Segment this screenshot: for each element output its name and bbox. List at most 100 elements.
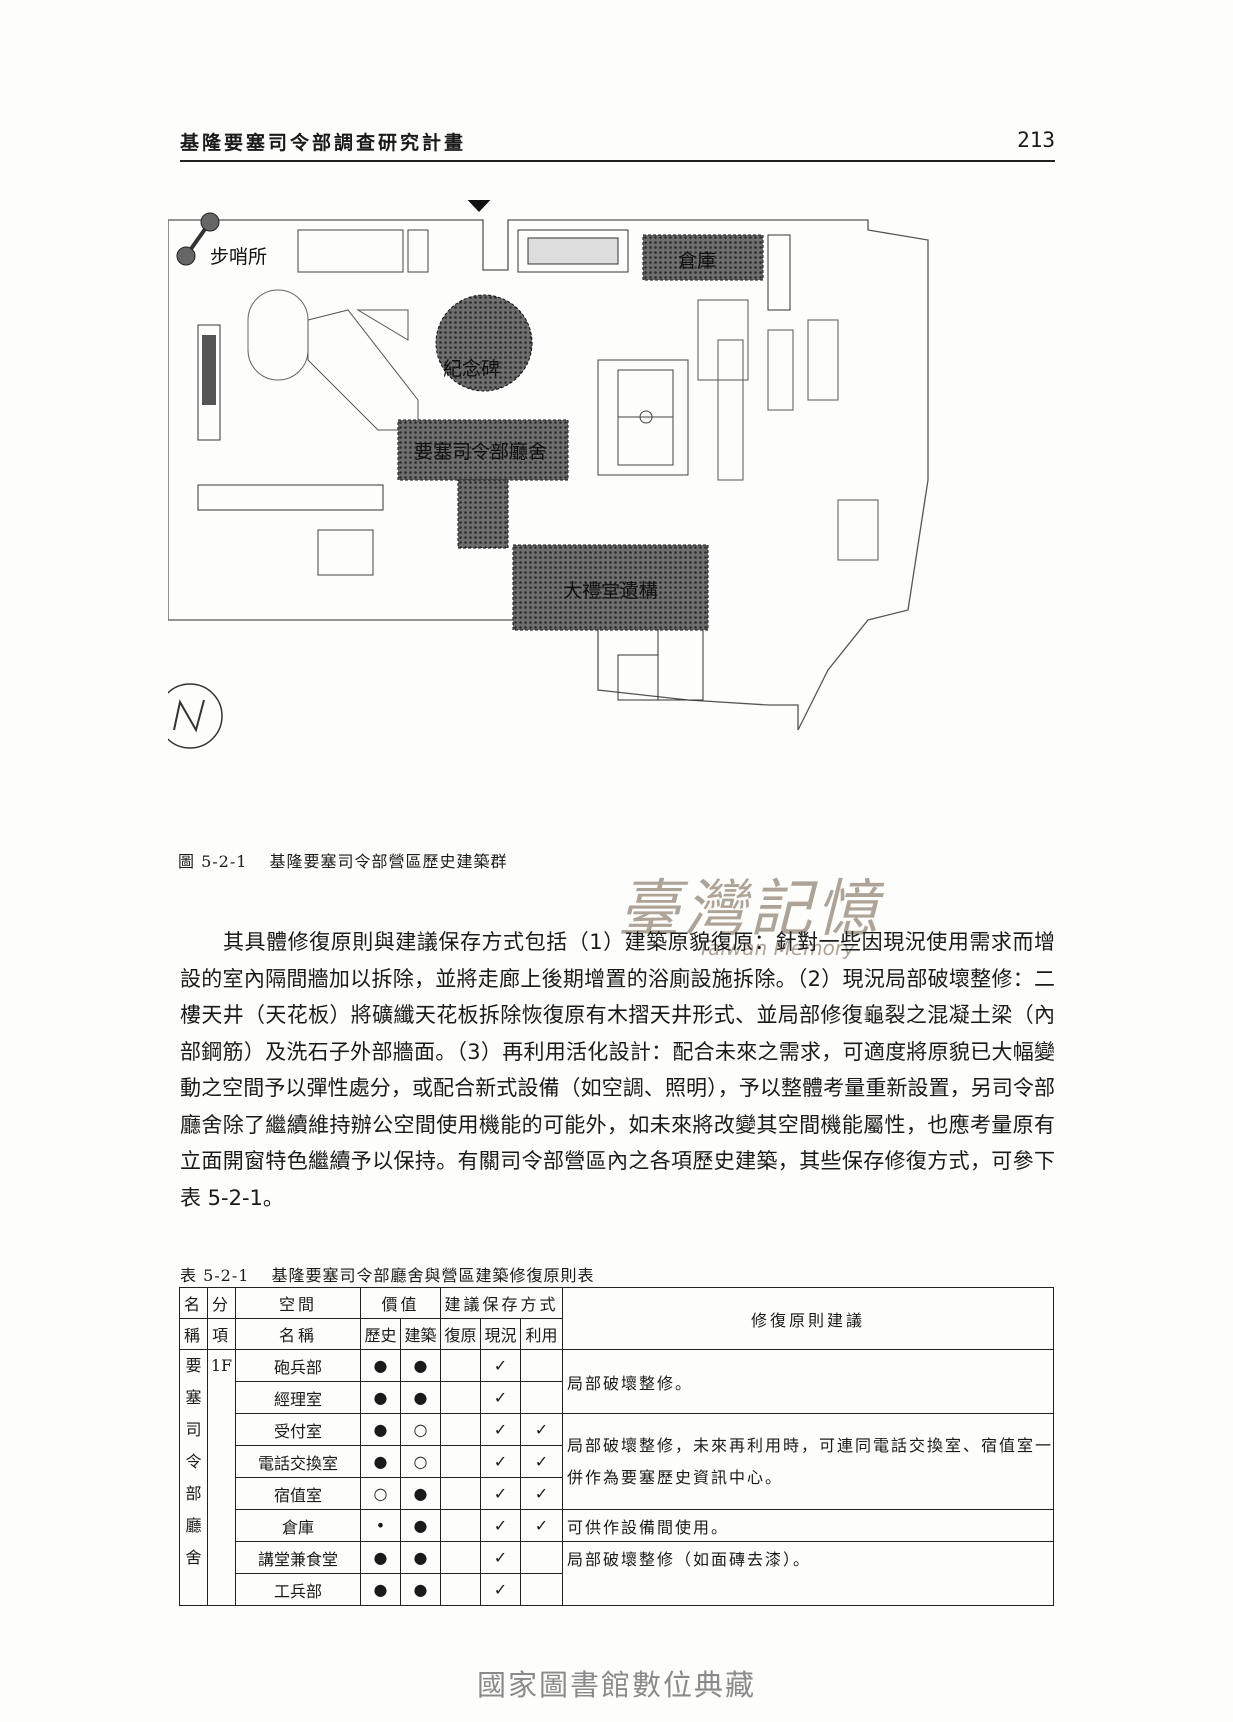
- current-mark: ✓: [480, 1541, 521, 1574]
- space-name: 講堂兼食堂: [235, 1541, 361, 1574]
- header-method-restore: 復原: [440, 1318, 481, 1350]
- reuse-mark: ✓: [520, 1445, 563, 1478]
- table-row: 要 塞 司 令 部 廳 舍 1F 砲兵部 ● ● ✓ 局部破壞整修。: [179, 1349, 1054, 1606]
- north-arrow-icon: [157, 683, 223, 749]
- group-name-char: 舍: [185, 1548, 202, 1567]
- site-plan-figure: 步哨所 倉庫 紀念碑 要塞司令部廳舍 大禮堂遺構: [157, 192, 1054, 840]
- current-mark: ✓: [480, 1477, 521, 1510]
- header-method-current: 現況: [480, 1318, 521, 1350]
- building-value: ●: [400, 1509, 441, 1542]
- figure-number: 圖 5-2-1: [178, 852, 248, 871]
- building-value: ○: [400, 1445, 441, 1478]
- history-value: ○: [360, 1477, 401, 1510]
- current-mark: ✓: [480, 1573, 521, 1606]
- restoration-table: 名 分 空間 價值 建議保存方式 修復原則建議 稱 項 名稱 歷史 建築 復原 …: [179, 1287, 1054, 1606]
- space-name: 受付室: [235, 1413, 361, 1446]
- header-name-top: 名: [179, 1287, 208, 1319]
- footer-stamp: 國家圖書館數位典藏: [476, 1668, 756, 1702]
- reuse-mark: [520, 1541, 563, 1574]
- restore-mark: [440, 1381, 481, 1414]
- table-row: 倉庫 • ● ✓ ✓ 可供作設備間使用。: [180, 1509, 1054, 1542]
- restore-mark: [440, 1445, 481, 1478]
- body-paragraph: 其具體修復原則與建議保存方式包括（1）建築原貌復原：針對一些因現況使用需求而增設…: [180, 930, 1055, 1210]
- reuse-mark: [520, 1381, 563, 1414]
- space-name: 砲兵部: [235, 1349, 361, 1382]
- space-name: 工兵部: [235, 1573, 361, 1606]
- space-name: 經理室: [235, 1381, 361, 1414]
- building-value: ●: [400, 1349, 441, 1382]
- group-name-char: 廳: [185, 1516, 202, 1535]
- map-label-monument: 紀念碑: [443, 358, 501, 380]
- current-mark: ✓: [480, 1381, 521, 1414]
- building-value: ●: [400, 1573, 441, 1606]
- current-mark: ✓: [480, 1349, 521, 1382]
- site-plan-drawing: [157, 192, 929, 749]
- header-space-top: 空間: [235, 1287, 361, 1319]
- header-recommendation: 修復原則建議: [562, 1287, 1054, 1350]
- floor-cell: 1F: [207, 1349, 236, 1606]
- table-row: 電話交換室 ● ○ ✓ ✓: [180, 1445, 1054, 1478]
- space-name: 倉庫: [235, 1509, 361, 1542]
- figure-caption-text: 基隆要塞司令部營區歷史建築群: [269, 852, 508, 871]
- page-number: 213: [1017, 128, 1055, 152]
- watermark-chinese: 臺灣記憶: [618, 872, 883, 945]
- auditorium-shape: [512, 544, 709, 631]
- watermark: 臺灣記憶 Taiwan Memory: [618, 858, 883, 960]
- warehouse-building: [642, 234, 764, 281]
- table-header-row-1: 名 分 空間 價值 建議保存方式 修復原則建議: [179, 1287, 1054, 1350]
- current-mark: ✓: [480, 1509, 521, 1542]
- table-row: 講堂兼食堂 ● ● ✓ 局部破壞整修（如面磚去漆）。: [180, 1541, 1054, 1606]
- restore-mark: [440, 1477, 481, 1510]
- figure-caption: 圖 5-2-1 基隆要塞司令部營區歷史建築群: [178, 848, 507, 872]
- guard-post-symbol: [176, 212, 220, 266]
- reuse-mark: ✓: [520, 1509, 563, 1542]
- watermark-english: Taiwan Memory: [698, 936, 855, 960]
- building-value: ●: [400, 1477, 441, 1510]
- recommendation-cell: 局部破壞整修（如面磚去漆）。: [562, 1541, 1054, 1606]
- space-name: 宿值室: [235, 1477, 361, 1510]
- space-name: 電話交換室: [235, 1445, 361, 1478]
- history-value: ●: [360, 1381, 401, 1414]
- history-value: ●: [360, 1445, 401, 1478]
- group-name-char: 令: [185, 1452, 202, 1471]
- entrance-arrow: [460, 192, 498, 212]
- header-name-bottom: 稱: [179, 1318, 208, 1350]
- recommendation-cell: 局部破壞整修，未來再利用時，可連同電話交換室、宿值室一併作為要塞歷史資訊中心。: [562, 1413, 1054, 1510]
- building-value: ○: [400, 1413, 441, 1446]
- body-text: 其具體修復原則與建議保存方式包括（1）建築原貌復原：針對一些因現況使用需求而增設…: [180, 924, 1055, 1216]
- history-value: •: [360, 1509, 401, 1542]
- monument-shape: [435, 294, 533, 392]
- table-header-row-2: 稱 項 名稱 歷史 建築 復原 現況 利用: [179, 1318, 1054, 1350]
- reuse-mark: [520, 1349, 563, 1382]
- restore-mark: [440, 1509, 481, 1542]
- group-name-char: 司: [185, 1420, 202, 1439]
- map-label-warehouse: 倉庫: [678, 250, 717, 272]
- history-value: ●: [360, 1573, 401, 1606]
- group-name-char: 部: [185, 1484, 202, 1503]
- restore-mark: [440, 1413, 481, 1446]
- building-value: ●: [400, 1381, 441, 1414]
- header-method: 建議保存方式: [440, 1287, 563, 1319]
- header-section-bottom: 項: [207, 1318, 236, 1350]
- recommendation-cell: 可供作設備間使用。: [562, 1509, 1054, 1542]
- table-row: 工兵部 ● ● ✓: [180, 1573, 1054, 1606]
- header-space-bottom: 名稱: [235, 1318, 361, 1350]
- reuse-mark: [520, 1573, 563, 1606]
- header-value-building: 建築: [400, 1318, 441, 1350]
- table-row: 宿值室 ○ ● ✓ ✓: [180, 1477, 1054, 1510]
- header-section-top: 分: [207, 1287, 236, 1319]
- table-number: 表 5-2-1: [180, 1266, 250, 1285]
- reuse-mark: ✓: [520, 1413, 563, 1446]
- map-label-auditorium: 大禮堂遺構: [563, 580, 659, 602]
- restore-mark: [440, 1573, 481, 1606]
- reuse-mark: ✓: [520, 1477, 563, 1510]
- group-name-char: 要: [185, 1356, 202, 1375]
- map-label-guard-post: 步哨所: [210, 246, 268, 268]
- current-mark: ✓: [480, 1445, 521, 1478]
- current-mark: ✓: [480, 1413, 521, 1446]
- table-row: 受付室 ● ○ ✓ ✓ 局部破壞整修，未來再利用時，可連同電話交換室、宿值室一併…: [180, 1413, 1054, 1510]
- running-title: 基隆要塞司令部調查研究計畫: [180, 132, 467, 154]
- group-name-char: 塞: [185, 1388, 202, 1407]
- map-label-hq-building: 要塞司令部廳舍: [414, 441, 548, 463]
